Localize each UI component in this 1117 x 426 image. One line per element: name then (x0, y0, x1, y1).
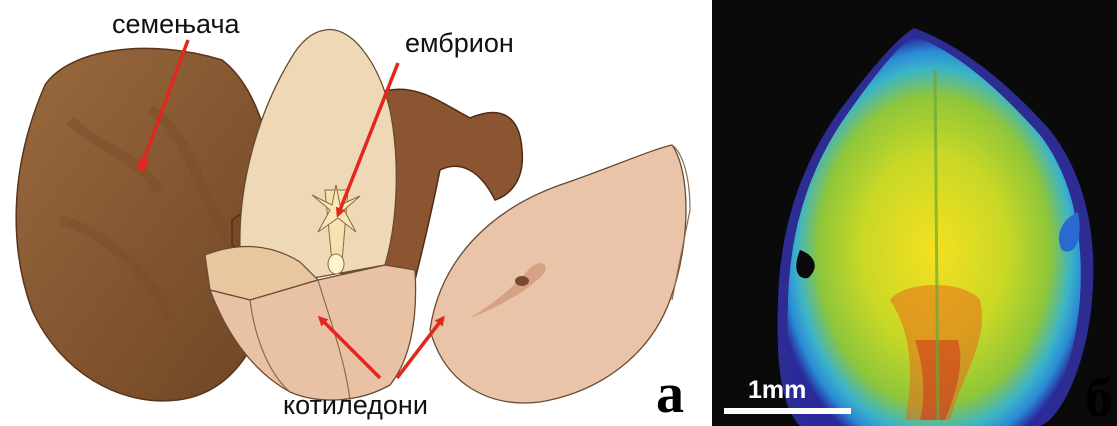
label-seed-coat: семењача (112, 9, 241, 39)
panel-letter-b: б (1085, 367, 1113, 426)
label-embryo: ембрион (405, 28, 514, 58)
cotyledon-upper (240, 30, 396, 285)
label-cotyledons: котиледони (283, 390, 428, 420)
scale-bar (724, 408, 851, 414)
seed-illustration: семењача ембрион котиледони а (16, 9, 690, 425)
scale-bar-label: 1mm (748, 376, 806, 404)
arrow-seed-coat-dot (137, 161, 147, 171)
panel-letter-a: а (656, 363, 684, 425)
separated-cotyledon (430, 145, 686, 403)
embryo-scar-dot (515, 276, 529, 286)
heatmap-panel: 1mm б (712, 0, 1117, 426)
